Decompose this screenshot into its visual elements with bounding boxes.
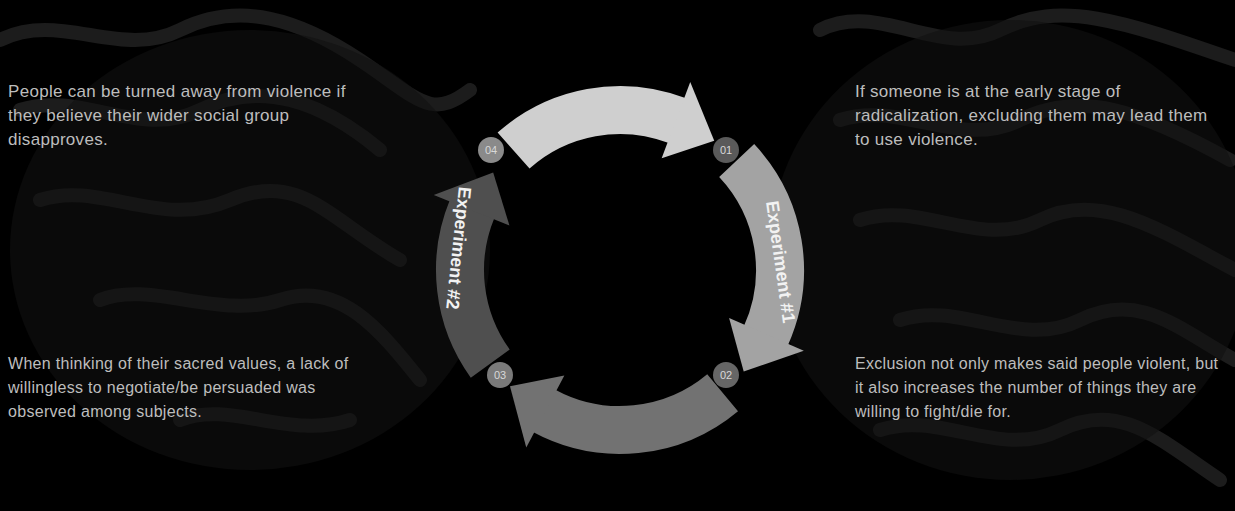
- finding-text: Exclusion not only makes said people vio…: [855, 352, 1227, 424]
- step-number: 04: [485, 145, 497, 156]
- finding-text: People can be turned away from violence …: [8, 80, 380, 152]
- step-number-circle: 02: [713, 362, 739, 388]
- step-number: 03: [494, 370, 506, 381]
- finding-text: When thinking of their sacred values, a …: [8, 352, 380, 424]
- arrow-band: [544, 393, 723, 430]
- step-number-circle: 04: [478, 137, 504, 163]
- step-number-circle: 03: [487, 362, 513, 388]
- step-number: 02: [720, 370, 732, 381]
- cycle-arrow: [434, 172, 510, 363]
- arrow-head: [729, 318, 804, 371]
- finding-text: If someone is at the early stage of radi…: [855, 80, 1227, 152]
- step-number: 01: [720, 145, 732, 156]
- cycle-arrow: [510, 375, 723, 447]
- arrow-head: [510, 375, 564, 447]
- step-number-circle: 01: [713, 137, 739, 163]
- cycle-arrow: [514, 82, 715, 158]
- arrow-band: [514, 110, 678, 151]
- cycle-arrow: [729, 161, 804, 372]
- arrow-head: [662, 82, 715, 158]
